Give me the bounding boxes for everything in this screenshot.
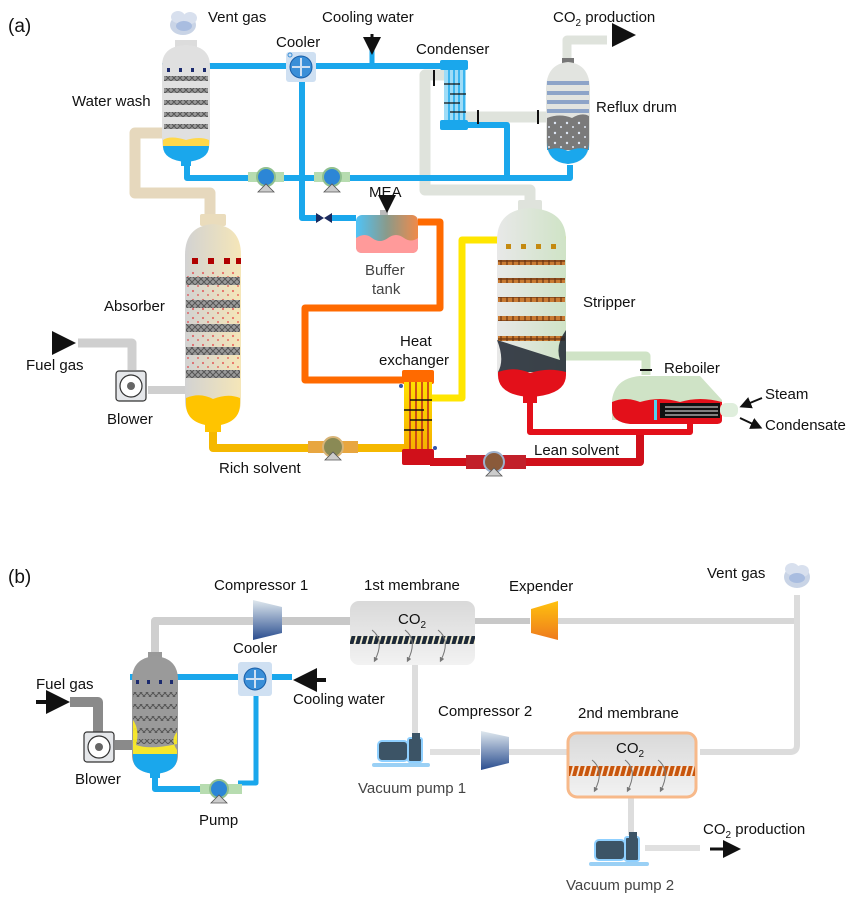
blower-b [83,731,115,763]
panel-b: (b) [8,563,810,894]
heat-exchanger [399,370,437,465]
membrane-2-co2-label: CO2 [616,740,645,760]
absorber-column-b [132,652,178,778]
pump-b-return-pipe [152,770,205,792]
compressor-1 [253,600,282,640]
label-absorber: Absorber [104,298,165,315]
vent-gas-cloud-icon-b [784,563,810,588]
co2-production-pipe [562,35,607,62]
panel-a-tag: (a) [8,16,31,37]
label-cooler-a: Cooler [276,34,320,51]
condenser [433,60,468,130]
panel-a: (a) [8,9,846,540]
expender [531,601,558,640]
pump-a-2 [314,167,350,193]
label-water-wash: Water wash [72,93,151,110]
label-fuel-gas-a: Fuel gas [26,357,84,374]
label-compressor-1: Compressor 1 [214,577,308,594]
compressor-2 [481,731,509,770]
steam-arrow-icon [739,397,763,409]
label-cooling-water-a: Cooling water [322,9,414,26]
label-co2-production-a: CO2 production [553,9,655,29]
stripper-overhead-pipe [419,69,536,200]
condensate-arrow-icon [739,417,763,429]
vacuum-pump-2 [589,832,649,866]
label-cooler-b: Cooler [233,640,277,657]
label-membrane-2: 2nd membrane [578,705,679,722]
reflux-drum [477,58,590,164]
cooler-b-down-pipe [238,690,259,786]
buffer-orange-loop-pipe [301,218,444,384]
vent-gas-cloud-icon [170,11,197,35]
label-condenser: Condenser [416,41,489,58]
label-heat-exchanger-2: exchanger [379,352,449,369]
water-wash-to-absorber-pipe [129,127,216,222]
fuel-gas-pipe-b [70,697,103,735]
label-co2-production-b: CO2 production [703,821,805,841]
label-pump: Pump [199,812,238,829]
valve-icon [316,213,332,223]
label-buffer-tank-2: tank [372,281,401,298]
label-reflux-drum: Reflux drum [596,99,677,116]
pump-b [200,779,242,804]
blower-a [115,370,147,402]
label-vent-gas-a: Vent gas [208,9,266,26]
pump-a-1 [248,167,284,193]
label-compressor-2: Compressor 2 [438,703,532,720]
rich-solvent-pump [308,436,358,461]
membrane-1-co2-label: CO2 [398,611,427,631]
label-membrane-1: 1st membrane [364,577,460,594]
label-vacuum-pump-2: Vacuum pump 2 [566,877,674,894]
fuel-gas-pipe [78,338,137,370]
absorber-column [185,214,241,540]
membrane-1: CO2 [350,601,475,665]
vacuum-pump-1 [372,733,430,767]
panel-b-tag: (b) [8,567,31,588]
label-vent-gas-b: Vent gas [707,565,765,582]
lean-solvent-pump [466,451,526,477]
absorber-to-compressor1-pipe [151,617,258,655]
label-condensate: Condensate [765,417,846,434]
vent-stack-pipe [700,595,800,755]
cooler-b [238,662,272,696]
label-steam: Steam [765,386,808,403]
label-cooling-water-b: Cooling water [293,691,385,708]
cooler-a [286,52,316,82]
stripper-column [497,200,566,403]
label-rich-solvent: Rich solvent [219,460,302,477]
water-wash-column [162,40,210,166]
label-mea: MEA [369,184,402,201]
label-stripper: Stripper [583,294,636,311]
condenser-return-pipe [455,122,510,178]
label-reboiler: Reboiler [664,360,720,377]
label-buffer-tank-1: Buffer [365,262,405,279]
cooler-down-pipe [299,76,320,221]
reboiler-vapor-pipe [566,351,651,375]
reboiler [612,369,738,424]
water-wash-return-pipe [184,160,573,181]
label-expender: Expender [509,578,573,595]
label-blower-b: Blower [75,771,121,788]
buffer-tank [356,210,418,253]
label-fuel-gas-b: Fuel gas [36,676,94,693]
label-blower-a: Blower [107,411,153,428]
label-heat-exchanger-1: Heat [400,333,433,350]
membrane-2: CO2 [566,731,698,799]
label-lean-solvent: Lean solvent [534,442,620,459]
label-vacuum-pump-1: Vacuum pump 1 [358,780,466,797]
